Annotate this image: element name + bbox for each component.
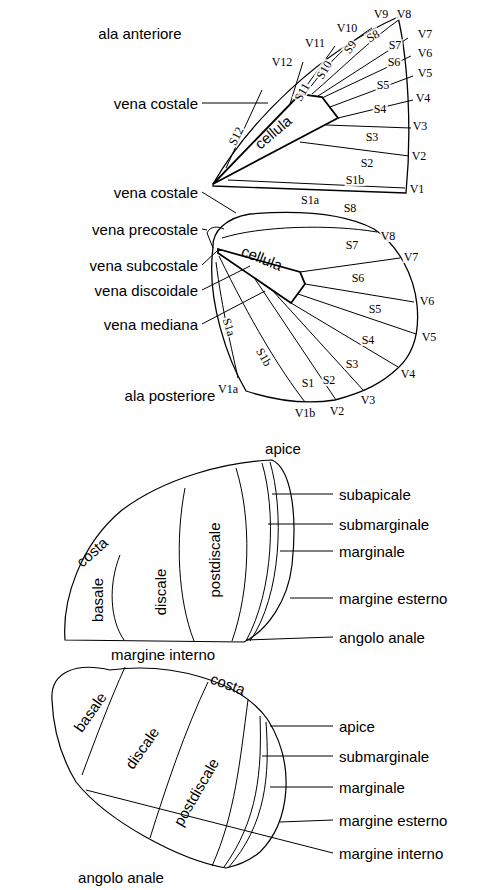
vein-space-label: S1a <box>300 194 320 206</box>
vein-space-label: S8 <box>343 202 358 214</box>
vein-space-label: V1a <box>217 383 239 395</box>
vein-space-label: V3 <box>412 120 429 132</box>
vein-space-label: V8 <box>380 230 397 242</box>
wing-label: ala anteriore <box>98 26 181 41</box>
vein-space-label: V12 <box>271 56 294 68</box>
vein-space-label: S8 <box>364 27 383 45</box>
wing-label: vena costale <box>114 185 198 200</box>
wing-label: apice <box>265 441 301 456</box>
vein-space-label: S7 <box>388 39 403 51</box>
wing-label: submarginale <box>339 517 429 532</box>
wing-label: costa <box>74 534 111 569</box>
vein-space-label: S5 <box>368 303 383 315</box>
vein-space-label: V6 <box>419 295 436 307</box>
wing-label: costa <box>209 671 248 697</box>
vein-space-label: S4 <box>373 103 388 115</box>
vein-space-label: S12 <box>226 124 246 148</box>
wing-label: discale <box>153 569 168 616</box>
wing-label: cellula <box>252 113 294 152</box>
vein-space-label: S1 <box>301 377 316 389</box>
vein-space-label: V2 <box>411 150 428 162</box>
wing-label: discale <box>122 725 161 772</box>
vein-space-label: V4 <box>400 368 417 380</box>
vein-space-label: V10 <box>336 22 359 34</box>
vein-space-label: V5 <box>417 67 434 79</box>
vein-space-label: S9 <box>341 38 359 57</box>
vein-space-label: V5 <box>421 331 438 343</box>
wing-label: marginale <box>339 780 405 795</box>
wing-label: submarginale <box>339 749 429 764</box>
vein-space-label: S4 <box>361 334 376 346</box>
vein-space-label: S5 <box>376 79 391 91</box>
vein-space-label: V1 <box>409 183 426 195</box>
vein-space-label: S3 <box>345 358 360 370</box>
wing-label: basale <box>90 578 105 622</box>
vein-space-label: V6 <box>417 47 434 59</box>
wing-label: ala posteriore <box>125 388 216 403</box>
vein-space-label: S6 <box>387 56 402 68</box>
wing-label: postdiscale <box>207 522 222 597</box>
wing-label: vena subcostale <box>90 258 198 273</box>
wing-label: margine esterno <box>339 591 447 606</box>
wing-label: angolo anale <box>339 630 425 645</box>
wing-label: vena costale <box>114 96 198 111</box>
vein-space-label: V11 <box>304 37 326 49</box>
vein-space-label: S1b <box>254 345 275 369</box>
vein-space-label: S2 <box>360 157 375 169</box>
wing-label: margine interno <box>111 647 215 662</box>
vein-space-label: V7 <box>403 251 420 263</box>
wing-label: margine interno <box>339 846 443 861</box>
vein-space-label: S1b <box>345 174 366 186</box>
wing-label: vena discoidale <box>95 283 198 298</box>
wing-label: margine esterno <box>339 813 447 828</box>
vein-space-label: V8 <box>396 8 413 20</box>
vein-space-label: S2 <box>322 374 337 386</box>
wing-label: vena mediana <box>104 317 198 332</box>
vein-space-label: V7 <box>417 28 434 40</box>
wing-label: angolo anale <box>78 870 164 885</box>
vein-space-label: V9 <box>373 8 390 20</box>
wing-label: subapicale <box>339 487 411 502</box>
vein-space-label: S6 <box>351 272 366 284</box>
vein-space-label: S7 <box>345 239 360 251</box>
wing-label: postdiscale <box>171 756 222 828</box>
vein-space-label: S3 <box>365 131 380 143</box>
wing-label: marginale <box>339 544 405 559</box>
vein-space-label: V1b <box>294 407 317 419</box>
vein-space-label: V4 <box>415 92 432 104</box>
wing-label: basale <box>71 690 109 735</box>
wing-label: cellula <box>239 243 284 273</box>
vein-space-label: V2 <box>329 405 346 417</box>
wing-label: apice <box>339 719 375 734</box>
vein-space-label: V3 <box>360 394 377 406</box>
wing-label: vena precostale <box>92 222 198 237</box>
